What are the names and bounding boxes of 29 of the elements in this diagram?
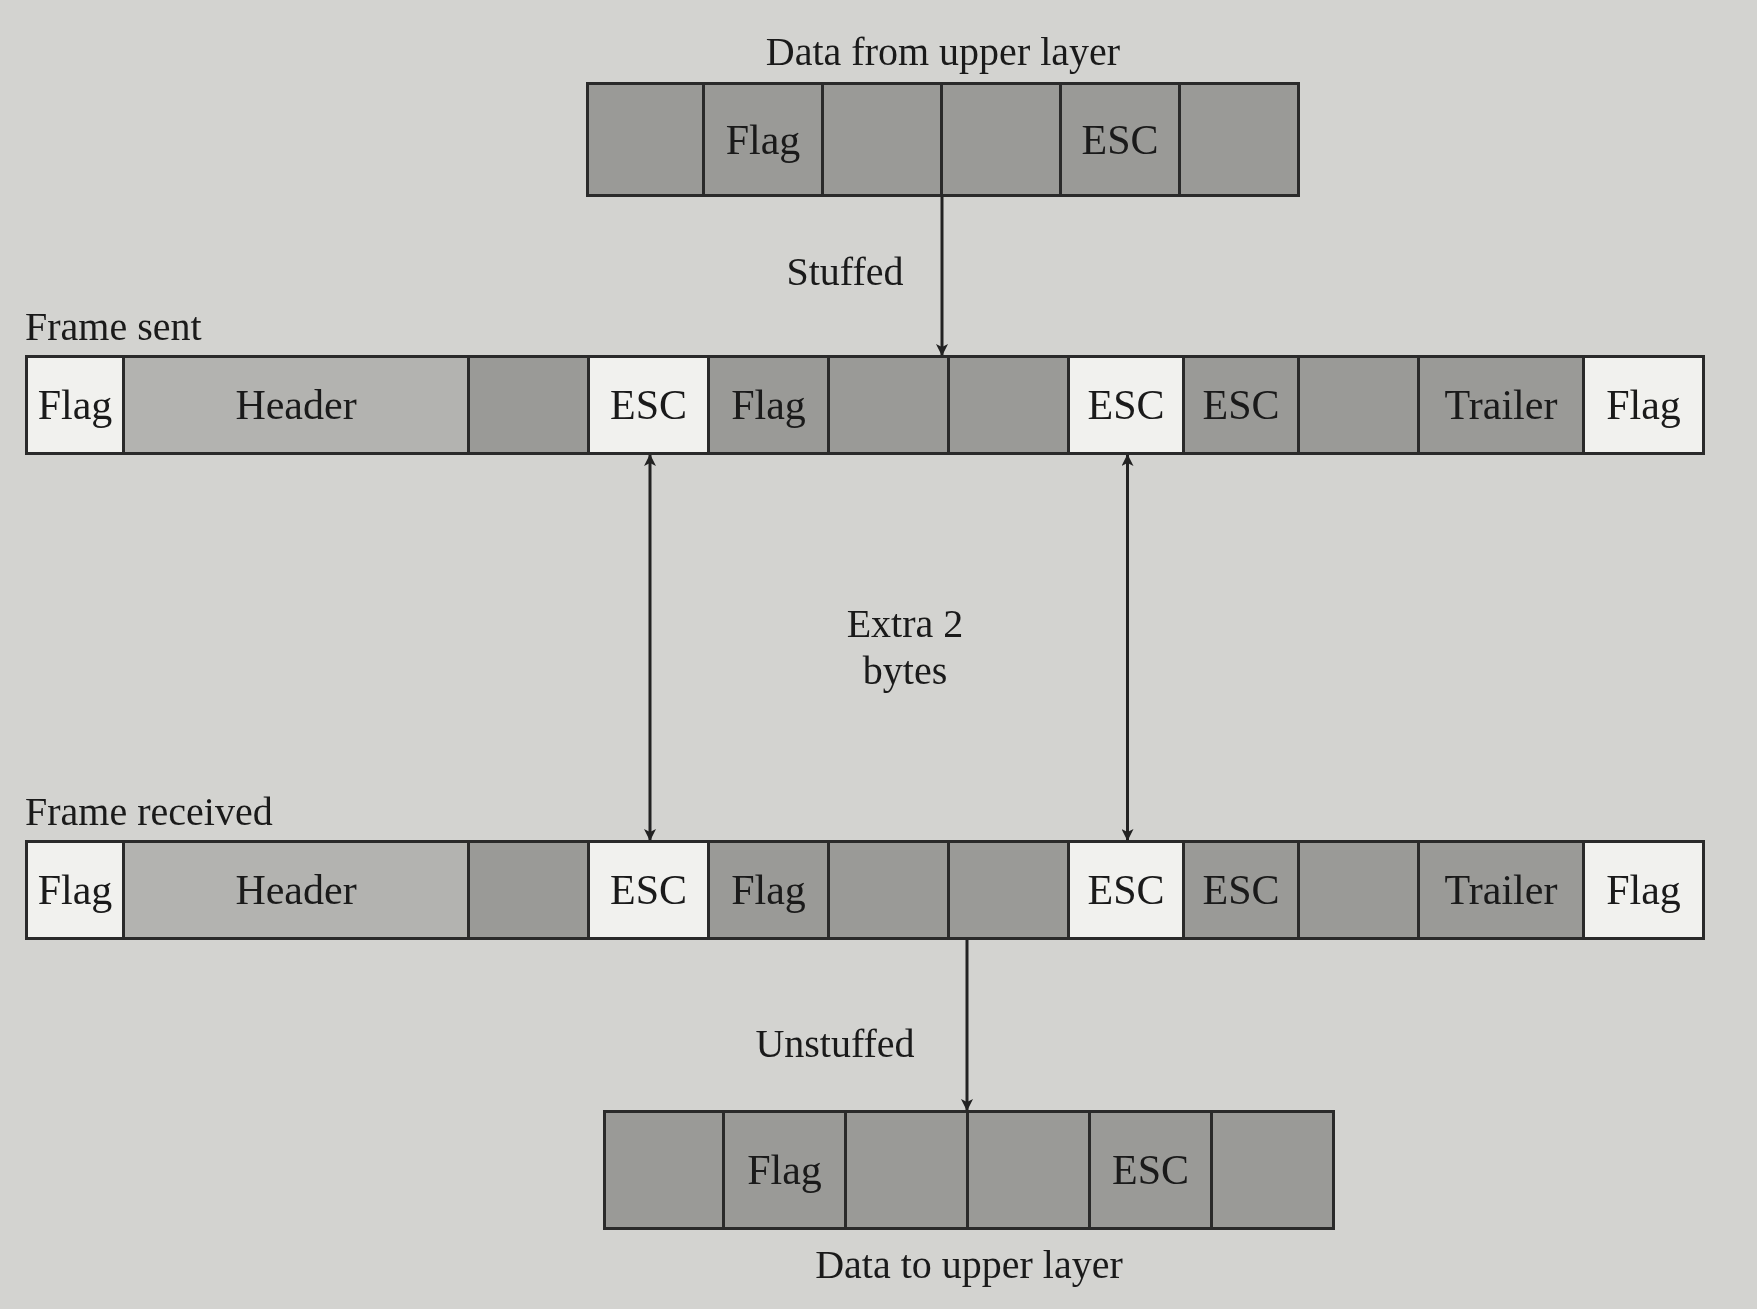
byte-cell: Trailer bbox=[1417, 840, 1585, 940]
byte-cell: ESC bbox=[1182, 840, 1300, 940]
byte-cell: ESC bbox=[1059, 82, 1181, 197]
arrow bbox=[961, 940, 973, 1111]
byte-cell: Flag bbox=[25, 840, 125, 940]
arrow bbox=[936, 197, 948, 356]
byte-cell: Trailer bbox=[1417, 355, 1585, 455]
byte-cell: Flag bbox=[707, 355, 830, 455]
arrow bbox=[1121, 454, 1134, 841]
byte-cell: ESC bbox=[1088, 1110, 1213, 1230]
byte-cell: ESC bbox=[1067, 840, 1185, 940]
byte-cell: Flag bbox=[1582, 355, 1705, 455]
byte-cell: ESC bbox=[1182, 355, 1300, 455]
strip-title: Data to upper layer bbox=[814, 1241, 1124, 1288]
byte-cell: Header bbox=[122, 355, 470, 455]
strip-title: Frame sent bbox=[25, 303, 202, 350]
strip-title: Data from upper layer bbox=[764, 28, 1122, 75]
byte-cell: Flag bbox=[722, 1110, 847, 1230]
byte-cell: ESC bbox=[587, 355, 710, 455]
byte-cell: Header bbox=[122, 840, 470, 940]
byte-cell: Flag bbox=[25, 355, 125, 455]
byte-cell: Flag bbox=[707, 840, 830, 940]
byte-cell: ESC bbox=[1067, 355, 1185, 455]
arrow bbox=[644, 454, 656, 841]
byte-cell: Flag bbox=[702, 82, 824, 197]
strip-title: Frame received bbox=[25, 788, 273, 835]
byte-cell: ESC bbox=[587, 840, 710, 940]
byte-cell: Flag bbox=[1582, 840, 1705, 940]
note-label: Extra 2 bytes bbox=[845, 600, 965, 694]
